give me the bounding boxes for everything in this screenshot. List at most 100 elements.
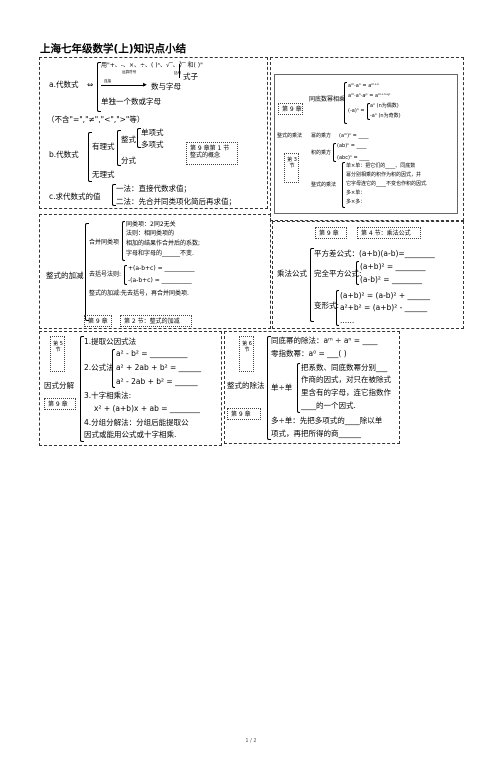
- chapter-label: 第 9 章: [315, 227, 347, 239]
- division-rule-3: 里含有的字母，连它指数作: [301, 388, 391, 397]
- label-factorization: 因式分解: [44, 381, 74, 390]
- bracket-removal-rule: 去括号法则:: [89, 271, 122, 278]
- method-grouping: 4.分组分解法：分组后能提取公: [84, 418, 189, 427]
- brace-division: [267, 336, 271, 440]
- polynomial-multiplication-rules: 整式的乘法: [311, 182, 337, 188]
- parenthesis-label: 括号: [174, 71, 182, 75]
- label-formulas: 乘法公式: [277, 269, 307, 278]
- odd-case: -aⁿ (n为奇数): [370, 113, 401, 119]
- section-label-3: 第 3 节: [284, 153, 299, 183]
- monomial-division-label: 单÷单: [271, 383, 293, 392]
- chapter-label: 第 9 章: [44, 398, 76, 410]
- method-grouping-2: 因式或能用公式或十字相乘.: [84, 430, 177, 439]
- numbers-letters: 数与字母: [151, 82, 181, 91]
- ref-chapter-text: 第 9 章: [88, 318, 108, 325]
- power-of-power: 幂的乘方: [311, 133, 332, 139]
- poly-div-rule-1: 多÷单：先把多项式的____除以单: [271, 416, 383, 425]
- brace-like-terms: [122, 221, 125, 261]
- brace-c: [112, 184, 116, 206]
- variations-label: 变形式:: [314, 301, 340, 310]
- perfect-square-minus: (a-b)² = ________: [360, 275, 422, 284]
- product-formula-1: (ab)ⁿ = ____: [337, 143, 367, 149]
- brace-a: [97, 62, 101, 112]
- chapter-text: 第 9 章: [282, 106, 302, 113]
- method-one: 一法：直接代数求值；: [116, 184, 191, 193]
- chapter-text: 第 9 章: [231, 411, 251, 418]
- like-terms-rule: 法则：相同类项的: [126, 230, 175, 237]
- chapter-label: 第 9 章: [227, 408, 261, 420]
- combine-like-terms: 合并同类项: [89, 239, 120, 246]
- brace-add-sub: [85, 223, 89, 321]
- division-rule-1: 把系数、同底数幂分别___: [301, 363, 388, 372]
- perfect-square-plus: (a+b)² = ________: [360, 262, 426, 271]
- factor-formula-2: a² + 2ab + b² = ______: [116, 363, 202, 372]
- brace-b: [88, 132, 92, 182]
- formula-3: (-a)ⁿ =: [348, 108, 365, 114]
- section-multiplication-formulas: 第 9 章 第 4 节：乘法公式 乘法公式 平方差公式：(a+b)(a-b)=_…: [272, 221, 464, 329]
- section-text: 第 6 节: [242, 341, 252, 353]
- rule-2: 幂分别相乘的积作为积的因式，并: [346, 172, 422, 178]
- product-formula-2: (abc)ⁿ = ____: [337, 155, 370, 161]
- brace-product: [333, 143, 336, 162]
- label-add-sub: 整式的加减: [46, 271, 84, 280]
- rule-3: 它字母连它的____不变也作积的因式.: [346, 181, 428, 187]
- like-terms-rule-3: 字母和字母的______不变.: [126, 250, 194, 257]
- factor-formula-3: a² - 2ab + b² = ______: [116, 377, 198, 386]
- bracket-formula-2: -(a-b+c) = __________: [128, 277, 192, 284]
- rational-expression: 有理式: [92, 142, 115, 151]
- label-c-evaluate: c.求代数式的值: [49, 192, 101, 201]
- section-multiplication-card: 第 9 章 同底数幂相乘 aᵐ·aⁿ = aᵐ⁺ⁿ aᵐ·aⁿ·aᵖ = aᵐ⁺…: [274, 74, 458, 214]
- fraction-expression: 分式: [121, 156, 136, 165]
- section-text: 第 5 节: [53, 341, 63, 353]
- bracket-formula-1: +(a-b+c) = __________: [128, 265, 195, 272]
- bracket-line: [179, 64, 180, 78]
- monomial: 单项式: [141, 128, 164, 137]
- like-terms-def: 同类项：2同2无关: [126, 221, 176, 228]
- rule-5: 多×多：: [346, 199, 366, 205]
- connect-label: 连接: [104, 79, 112, 83]
- section-text: 第 4 节：乘法公式: [361, 230, 411, 237]
- even-case: aⁿ (n为偶数): [370, 103, 399, 109]
- brace-rules: [342, 162, 345, 208]
- perfect-square-label: 完全平方公式:: [314, 269, 362, 278]
- label-b-daishushi: b.代数式: [49, 150, 79, 159]
- section-algebraic-expression: a.代数式 ⇔ 用"+、-、×、÷、( )ⁿ、√‾、∛‾ 和( )" 运算符号 …: [39, 57, 268, 209]
- target-shizi: 式子: [183, 72, 198, 81]
- exclusion-note: （不含"=","≠","<",">"等）: [47, 115, 145, 124]
- brace-variations: [336, 290, 339, 326]
- irrational-expression: 无理式: [92, 170, 115, 179]
- same-base-division: 同底幂的除法：aᵐ ÷ aⁿ = ____: [271, 336, 378, 345]
- polynomial-multiplication: 整式的乘法: [277, 133, 303, 139]
- section-text: 第 3 节: [287, 157, 297, 169]
- brace-factorization: [80, 336, 84, 442]
- same-base-multiply: 同底数幂相乘: [309, 96, 346, 103]
- equivalence-arrow: ⇔: [87, 80, 94, 89]
- brace-bracket: [124, 265, 127, 285]
- section-addition-subtraction: 整式的加减 合并同类项 同类项：2同2无关 法则：相同类项的 相加的结果作合并后…: [39, 214, 271, 329]
- operators-line: 用"+、-、×、÷、( )ⁿ、√‾、∛‾ 和( )": [101, 62, 203, 69]
- power-of-product: 积的乘方: [311, 150, 332, 156]
- difference-of-squares: 平方差公式：(a+b)(a-b)=________: [314, 249, 435, 258]
- page-title: 上海七年级数学(上)知识点小结: [40, 43, 187, 55]
- brace-polynomial: [137, 128, 141, 148]
- poly-div-rule-2: 项式，再把所得的商______: [271, 429, 361, 438]
- polynomial-expression: 整式: [121, 135, 136, 144]
- formula-2: aᵐ·aⁿ·aᵖ = aᵐ⁺ⁿ⁺ᵖ: [348, 93, 391, 99]
- factor-formula-1: a² - b² = __________: [116, 349, 188, 358]
- method-cross: 3.十字相乘法:: [84, 391, 132, 400]
- ref-text: 第 9 章第 1 节 整式的概念: [190, 145, 230, 159]
- section-label-4: 第 4 节：乘法公式: [357, 227, 421, 239]
- brace-formula-method: [112, 349, 115, 388]
- ref-box-chapter9-section1: 第 9 章第 1 节 整式的概念: [186, 142, 238, 165]
- rule-4: 多×单：: [346, 190, 366, 196]
- rule-1: 单×单：把它们的____、同底数: [346, 163, 416, 169]
- method-formula: 2.公式法: [84, 363, 114, 372]
- division-rule-4: ____的一个因式.: [301, 401, 356, 410]
- brace-rational: [117, 130, 121, 166]
- ref-section2: 第 2 节：整式的加减: [120, 315, 192, 327]
- operators-label: 运算符号: [122, 70, 137, 74]
- section-multiplication-outer: [270, 57, 464, 221]
- variation-1: (a+b)² = (a-b)² + ______: [340, 291, 431, 300]
- power-of-power-formula: (aᵐ)ⁿ = ____: [339, 133, 369, 139]
- add-sub-procedure: 整式的加减:先去括号，再合并同类项.: [89, 290, 189, 297]
